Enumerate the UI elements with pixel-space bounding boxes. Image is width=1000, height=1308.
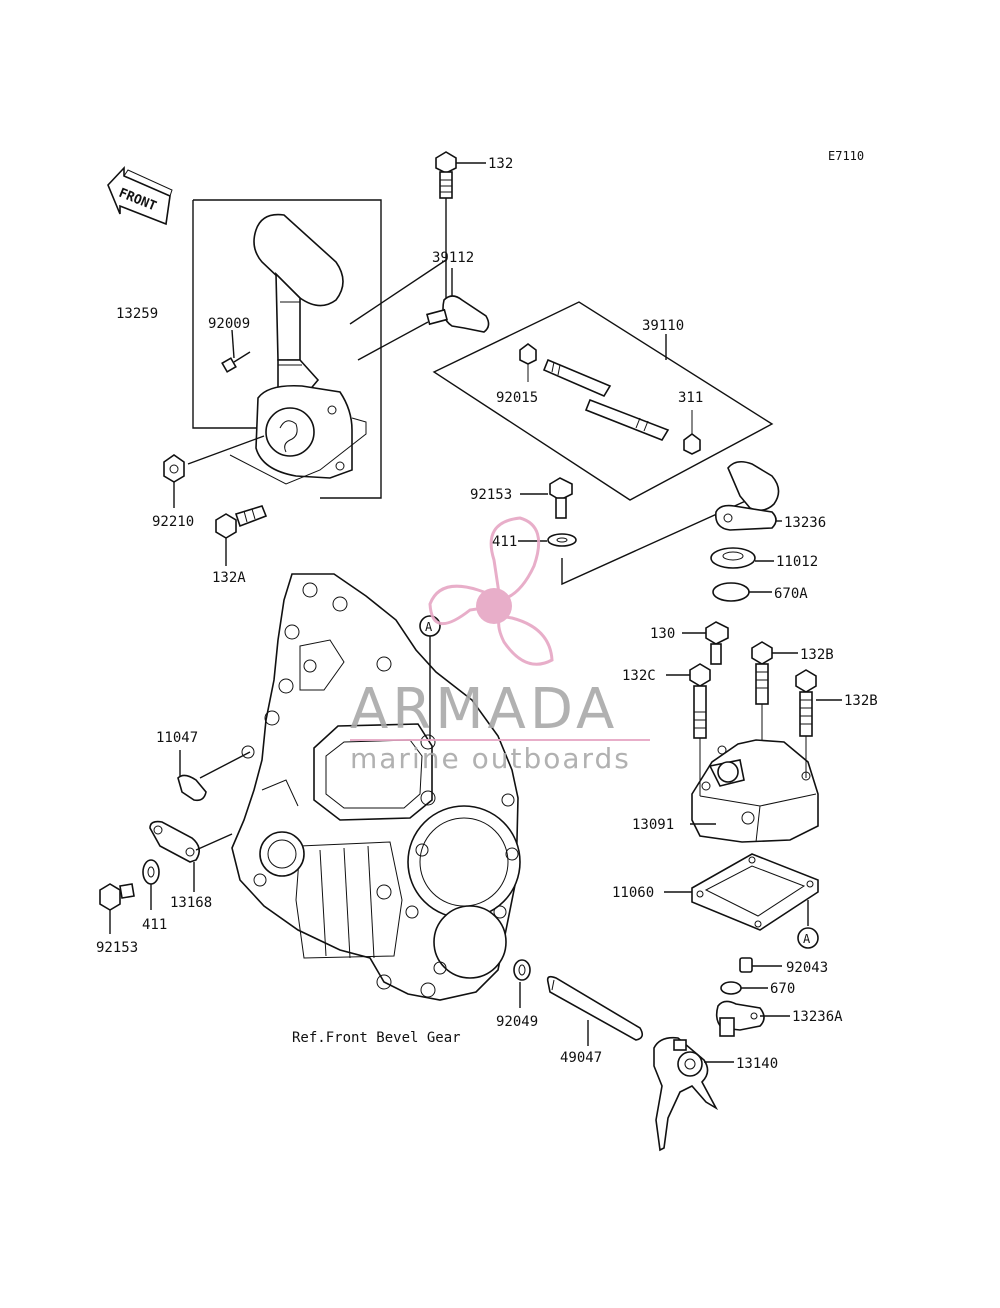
nut-92210	[163, 435, 265, 508]
callout-11047: 11047	[156, 730, 198, 746]
lever-13236A	[715, 1000, 790, 1037]
gear-case-housing	[231, 573, 521, 1001]
marker-a-top-label: A	[425, 620, 433, 634]
callout-132B-upper: 132B	[800, 647, 834, 663]
callout-92015: 92015	[496, 390, 538, 406]
callout-92043: 92043	[786, 960, 828, 976]
bolt-130	[682, 621, 729, 665]
callout-670: 670	[770, 981, 795, 997]
callout-132A: 132A	[212, 570, 246, 586]
bolt-92009	[221, 351, 251, 373]
reference-marker-a-bottom: A	[797, 927, 819, 949]
callout-39110: 39110	[642, 318, 684, 334]
bolt-92153-upper	[520, 477, 573, 519]
bolt-132	[349, 151, 457, 325]
rod-assembly-39110	[432, 301, 774, 501]
callout-132: 132	[488, 156, 513, 172]
callout-411-upper: 411	[492, 534, 517, 550]
seal-92049	[513, 959, 531, 1008]
bolt-132C	[666, 663, 711, 796]
shift-fork-13140	[653, 1036, 734, 1152]
callout-13140: 13140	[736, 1056, 778, 1072]
callout-11012: 11012	[776, 554, 818, 570]
callout-13091: 13091	[632, 817, 674, 833]
shift-lever-assembly	[192, 199, 382, 499]
callout-13259: 13259	[116, 306, 158, 322]
watermark-brand: ARMADA	[350, 677, 618, 742]
callout-49047: 49047	[560, 1050, 602, 1066]
nut-92015	[519, 343, 537, 365]
armada-logo: ARMADA marine outboards	[350, 516, 650, 775]
bolt-132A	[215, 505, 268, 566]
clip-11047	[177, 750, 251, 802]
front-arrow-icon: FRONT	[107, 165, 173, 226]
washer-411-upper	[518, 489, 771, 586]
nut-311	[683, 433, 701, 455]
callout-11060: 11060	[612, 885, 654, 901]
washer-411-lower	[142, 859, 160, 910]
callout-411-lower: 411	[142, 917, 167, 933]
callout-92049: 92049	[496, 1014, 538, 1030]
ref-front-bevel-gear: Ref.Front Bevel Gear	[292, 1030, 461, 1046]
cover-13091	[690, 739, 819, 843]
pin-92043	[739, 957, 782, 973]
gasket-11060	[664, 853, 819, 931]
callout-132C: 132C	[622, 668, 656, 684]
diagram-code: E7110	[828, 149, 864, 163]
marker-a-bottom-label: A	[803, 932, 811, 946]
bolt-132B-left	[751, 641, 798, 740]
callout-92210: 92210	[152, 514, 194, 530]
ball-joint-39112	[357, 295, 490, 361]
callout-92153-lower: 92153	[96, 940, 138, 956]
propeller-icon	[428, 516, 554, 666]
callout-92009: 92009	[208, 316, 250, 332]
callout-13236: 13236	[784, 515, 826, 531]
plate-13168	[149, 820, 233, 892]
callout-13236A: 13236A	[792, 1009, 843, 1025]
seal-11012	[710, 547, 774, 569]
callout-670A: 670A	[774, 586, 808, 602]
callout-92153-upper: 92153	[470, 487, 512, 503]
callout-132B-lower: 132B	[844, 693, 878, 709]
callout-13168: 13168	[170, 895, 212, 911]
o-ring-670A	[712, 582, 772, 602]
bolt-132B-right	[795, 669, 842, 778]
bolt-92153-lower	[99, 883, 135, 934]
shaft-49047	[546, 975, 644, 1046]
ball-joint-13236	[714, 460, 782, 531]
watermark-tagline: marine outboards	[350, 742, 631, 775]
callout-130: 130	[650, 626, 675, 642]
callout-39112: 39112	[432, 250, 474, 266]
callout-311: 311	[678, 390, 703, 406]
o-ring-670	[720, 981, 768, 995]
